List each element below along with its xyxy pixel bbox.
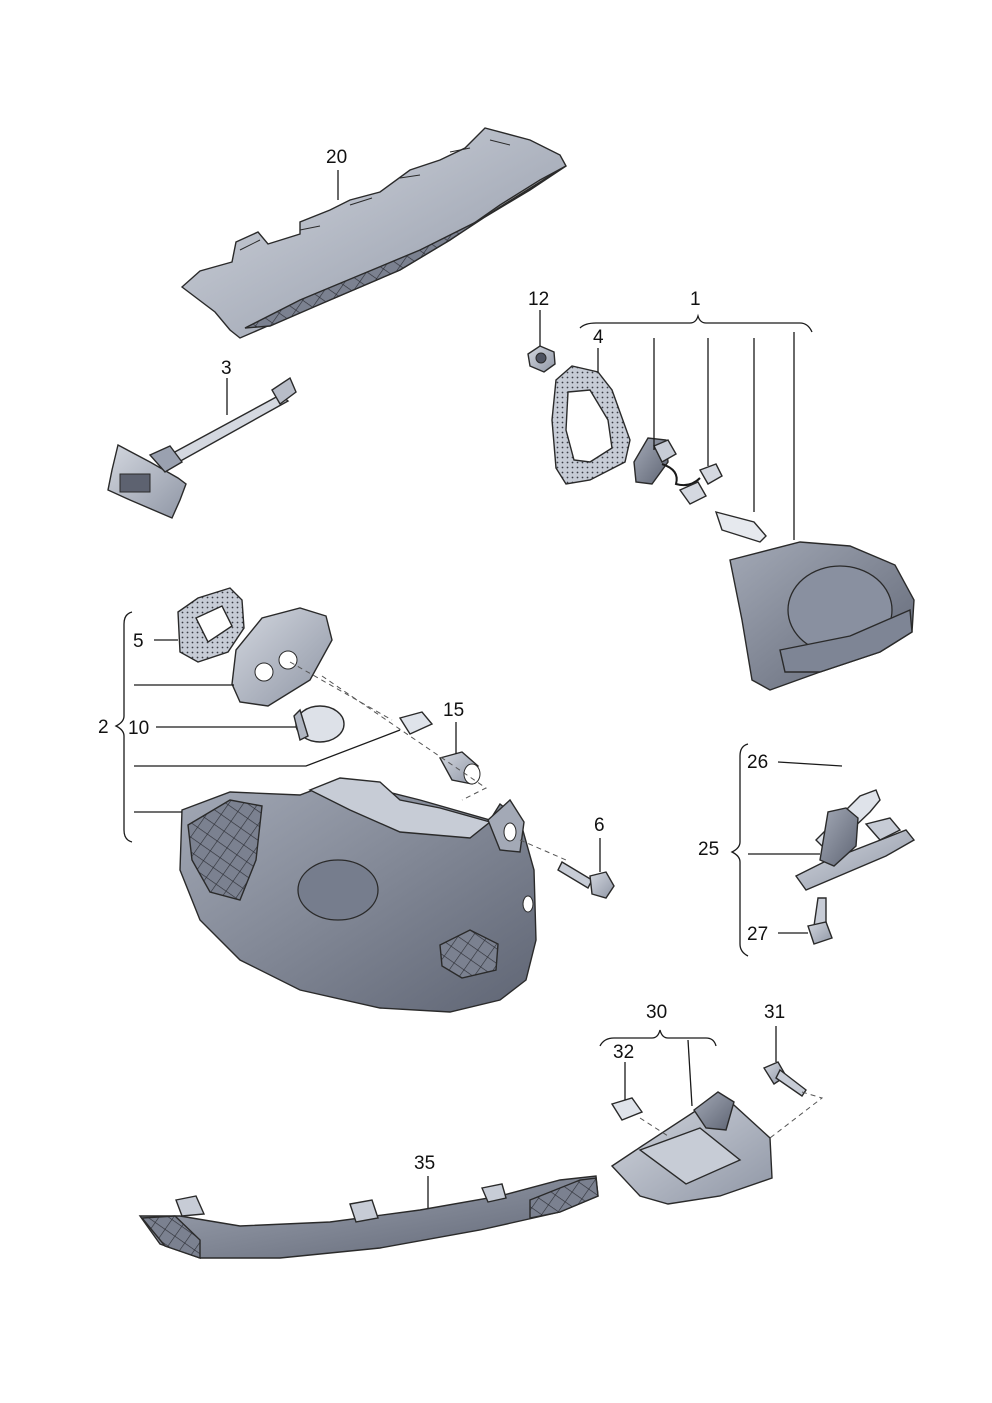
part-2-tail-light-main [179, 777, 537, 1013]
label-20: 20 [326, 147, 347, 168]
part-3-bulb-carrier [107, 376, 297, 519]
part-10-bulb [293, 705, 345, 743]
label-2: 2 [98, 717, 109, 738]
part-1-bulb-holder-assembly [633, 437, 767, 543]
label-4: 4 [593, 327, 604, 348]
label-3: 3 [221, 358, 232, 379]
label-30: 30 [646, 1002, 667, 1023]
label-12: 12 [528, 289, 549, 310]
part-27-screw [807, 897, 833, 945]
part-2-bulb-carrier-plate [231, 607, 333, 707]
label-32: 32 [613, 1042, 634, 1063]
part-6-screw [557, 861, 615, 899]
part-25-lamp-housing [794, 807, 916, 891]
label-10: 10 [128, 718, 149, 739]
leader-lines [114, 170, 843, 1208]
part-4-gasket [551, 365, 631, 485]
label-27: 27 [747, 924, 768, 945]
label-26: 26 [747, 752, 768, 773]
label-5: 5 [133, 631, 144, 652]
label-25: 25 [698, 839, 719, 860]
label-31: 31 [764, 1002, 785, 1023]
label-1: 1 [690, 289, 701, 310]
label-35: 35 [414, 1153, 435, 1174]
assembly-dash-lines [289, 661, 824, 1139]
part-15-socket [438, 751, 481, 785]
part-20-high-level-brake-light [180, 127, 567, 339]
part-35-reflector-strip [138, 1175, 599, 1259]
part-labels: 20 3 12 1 4 5 2 10 15 6 26 25 27 30 31 3… [98, 147, 785, 1174]
label-6: 6 [594, 815, 605, 836]
part-5-gasket [177, 587, 245, 663]
label-15: 15 [443, 700, 464, 721]
part-32-bulb [610, 1097, 644, 1121]
part-2-small-bulb [398, 711, 434, 735]
part-31-screw [762, 1061, 807, 1097]
part-30-number-plate-light [610, 1091, 773, 1205]
part-1-tail-light-upper [729, 541, 915, 691]
part-12-nut [527, 345, 556, 373]
